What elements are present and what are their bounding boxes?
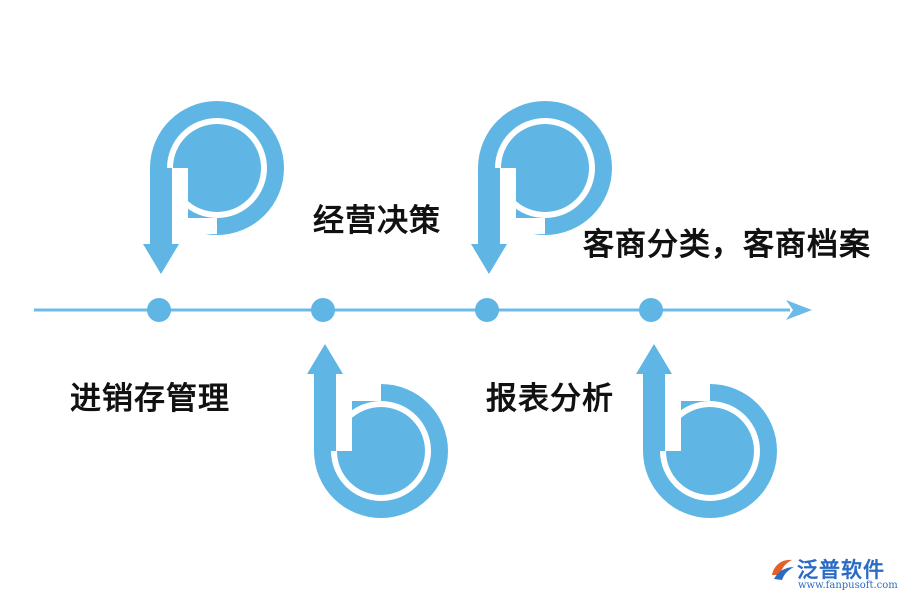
loop-down-arrow-icon	[471, 101, 612, 274]
loop-up-arrow-icon	[307, 344, 448, 518]
step-label-customer-classification: 客商分类，客商档案	[583, 227, 871, 263]
milestone-dot-1	[147, 298, 171, 322]
loop-up-arrow-icon	[636, 344, 777, 518]
brand-url: www.fanpusoft.com	[798, 580, 898, 591]
fanpu-logo-icon	[772, 559, 794, 580]
brand-name: 泛普软件	[797, 558, 885, 582]
step-label-report-analysis: 报表分析	[486, 381, 614, 417]
loop-down-arrow-icon	[143, 101, 284, 274]
milestone-dot-4	[639, 298, 663, 322]
timeline-arrowhead	[786, 300, 812, 320]
brand-logo: 泛普软件 www.fanpusoft.com	[768, 552, 898, 596]
step-label-inventory-management: 进销存管理	[70, 381, 230, 417]
step-label-business-decision: 经营决策	[313, 203, 441, 239]
milestone-dot-2	[311, 298, 335, 322]
milestone-dot-3	[475, 298, 499, 322]
